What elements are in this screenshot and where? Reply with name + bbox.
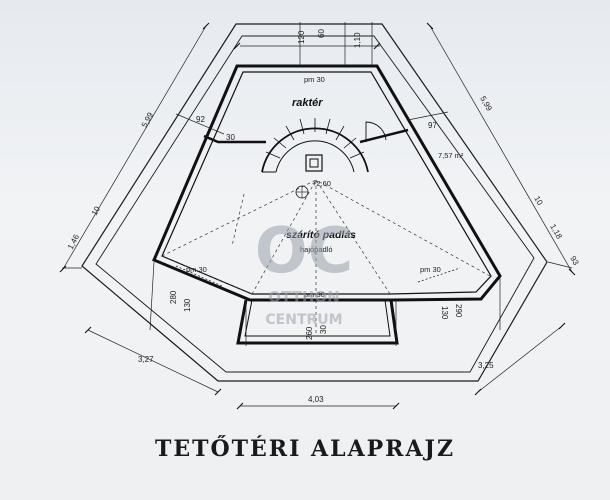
dim-left-10: 10 [90,204,102,217]
pm-label-right: pm 30 [420,265,441,274]
lower-bay-wall [236,299,399,345]
dim-left-92: 92 [196,115,205,124]
roof-projection-lines [161,179,491,336]
dim-bottom-403: 4,03 [308,395,324,404]
dim-bottom-30: 30 [319,325,328,334]
watermark-line2: CENTRUM [265,312,342,328]
dim-right-93: 93 [568,255,581,268]
outer-wall [152,64,502,302]
room-attic-label: szárító padlás [286,229,356,241]
dim-right-10: 10 [532,195,545,208]
dim-bottom-260: 260 [305,326,314,340]
pm-label-left: pm 30 [186,265,207,274]
dim-left-130: 130 [183,298,192,312]
dim-top-110: 1,10 [353,32,362,48]
plan-title: TETŐTÉRI ALAPRAJZ [154,436,456,462]
dim-left-599: 5,99 [140,110,156,128]
dim-right-97: 97 [428,121,437,130]
pm-label-top: pm 30 [304,75,325,84]
dim-left-327: 3,27 [138,355,154,364]
roof-outline [81,23,548,382]
level-label: +2,60 [312,179,331,188]
dim-top-60: 60 [317,29,326,38]
dim-top-120: 120 [297,30,306,44]
pm-label-bottom: pm 30 [304,290,325,299]
watermark-line1: OTTHON [268,288,339,306]
inner-wall [161,71,492,295]
dim-right-599: 5,99 [478,95,494,113]
watermark-mark: OC [255,214,353,287]
dim-left-30: 30 [226,133,235,142]
dim-left-280: 280 [169,290,178,304]
partition-wall [203,134,266,144]
watermark-logo: OC OTTHON CENTRUM [255,214,353,328]
dimension-ticks [59,22,576,410]
dim-right-325: 3,25 [478,361,494,370]
room-attic-floor: hajópadló [300,245,333,254]
dimension-lines [62,22,573,407]
spiral-staircase [261,118,369,173]
lower-bay-inner [244,299,391,337]
eave-line [95,35,535,373]
partition-wall-right [359,128,409,144]
room-area: 7,57 m² [438,151,464,160]
dim-right-130: 130 [440,306,449,320]
room-storage-label: raktér [292,97,323,109]
dim-right-118: 1,18 [548,223,564,241]
door-swing [365,121,387,142]
dim-right-290: 290 [454,304,463,318]
